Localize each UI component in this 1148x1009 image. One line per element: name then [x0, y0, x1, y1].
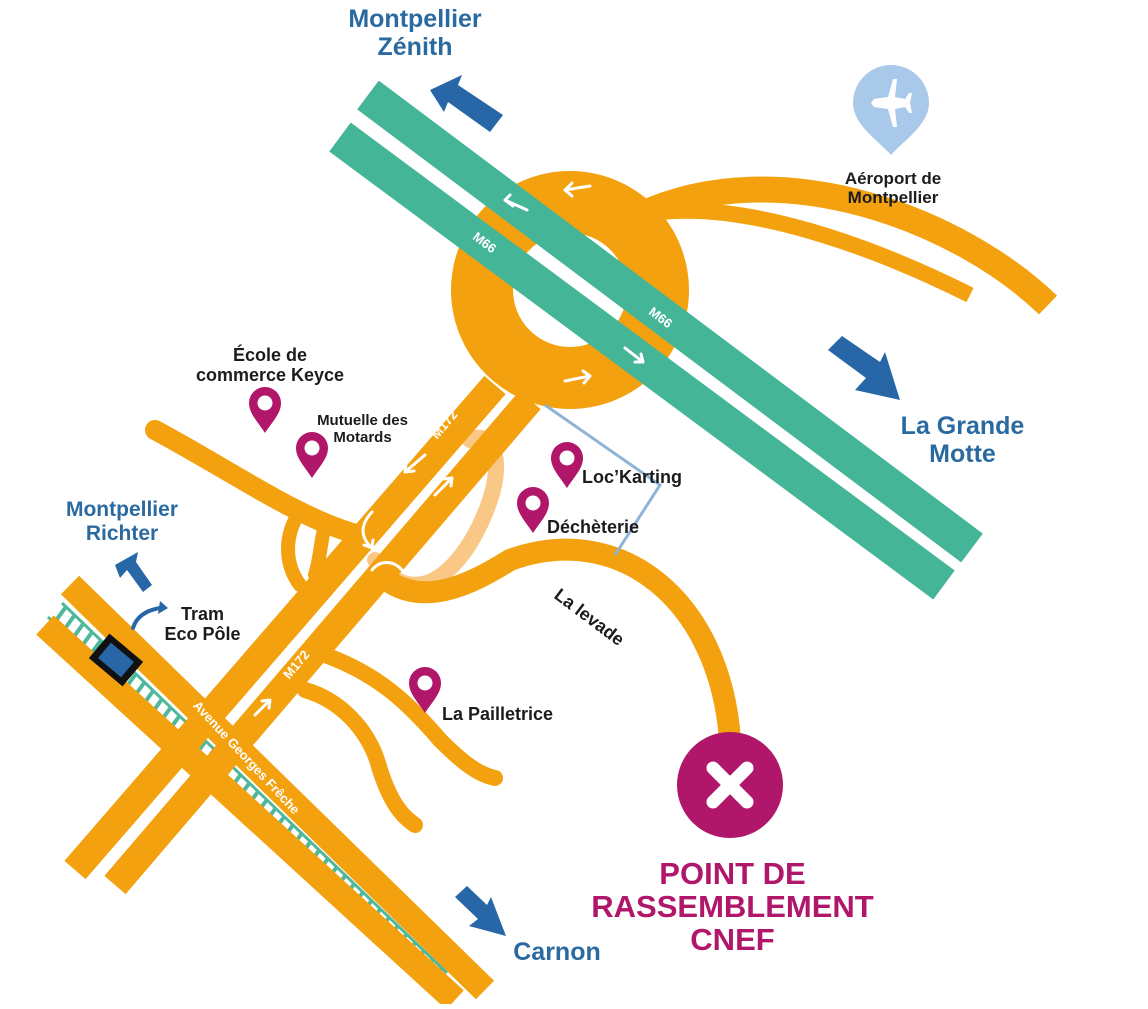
close-icon: [706, 761, 754, 809]
richter-label: Montpellier Richter: [65, 498, 178, 545]
tram-icon: [88, 633, 144, 687]
tram-turn-arrow: [131, 606, 162, 630]
airport-road: [634, 176, 1058, 315]
slip-road-west: [145, 420, 370, 545]
side-lane-south: [297, 682, 423, 833]
destination-arrows: [115, 75, 900, 936]
decheterie-pin-icon: [517, 487, 549, 533]
airport-label: Aéroport de Montpellier: [844, 169, 942, 208]
carnon-label: Carnon: [513, 938, 601, 966]
zenith-label: Montpellier Zénith: [348, 5, 482, 61]
karting-label: Loc’Karting: [582, 467, 683, 487]
slip-road-west-2: [281, 513, 307, 592]
tram-label: Tram Eco Pôle: [164, 604, 241, 645]
grande-motte-label: La Grande Motte: [900, 412, 1025, 468]
airport-road-2: [638, 202, 974, 303]
side-lane-pailletrice: [317, 647, 503, 786]
airplane-icon: [871, 79, 912, 127]
boundary-line: [544, 403, 663, 556]
motards-label: Mutuelle des Motards: [317, 412, 408, 446]
road-arrows: [253, 181, 645, 717]
avenue-georges-freche: [36, 575, 495, 1009]
pailletrice-label: La Pailletrice: [442, 704, 554, 724]
rally-point-label: POINT DE RASSEMBLEMENT CNEF: [591, 856, 874, 958]
m172-road: [64, 375, 541, 895]
rally-point-marker: [677, 732, 783, 838]
keyce-pin-icon: [249, 387, 281, 433]
la-levade-road: [369, 538, 741, 751]
decheterie-label: Déchèterie: [547, 517, 640, 537]
karting-pin-icon: [551, 442, 583, 488]
slip-road-west-3: [308, 518, 332, 582]
keyce-label: École de commerce Keyce: [195, 345, 345, 386]
airport-pin-icon: [853, 65, 929, 155]
